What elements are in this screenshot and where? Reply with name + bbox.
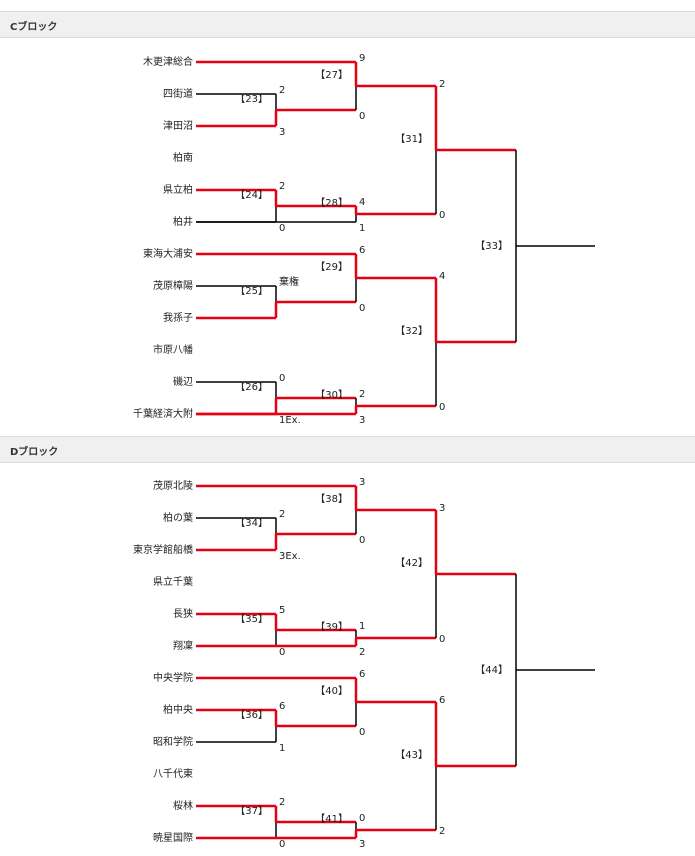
match-number: 【39】	[315, 621, 348, 633]
match-number: 【35】	[235, 613, 268, 625]
team-name: 千葉経済大附	[133, 407, 193, 420]
score-label: 2	[359, 647, 365, 658]
bracket-d: 茂原北陵柏の葉東京学館船橋県立千葉長狭翔凜中央学院柏中央昭和学院八千代東桜林暁星…	[133, 477, 595, 850]
score-label: 0	[279, 373, 285, 384]
team-name: 東海大浦安	[143, 247, 193, 260]
team-name: 我孫子	[163, 312, 193, 324]
score-label: 5	[279, 605, 285, 616]
match-number: 【24】	[235, 189, 268, 201]
score-label: 0	[439, 402, 445, 413]
block-header-d: Dブロック	[0, 436, 695, 463]
match-number: 【30】	[315, 389, 348, 401]
team-name: 中央学院	[153, 671, 193, 684]
score-label: 棄権	[279, 275, 299, 288]
match-number: 【23】	[235, 93, 268, 105]
block-header-c: Cブロック	[0, 11, 695, 38]
match-number: 【37】	[235, 805, 268, 817]
match-number: 【25】	[235, 285, 268, 297]
score-label: 2	[439, 826, 445, 837]
team-name: 翔凜	[173, 639, 193, 652]
score-label: 2	[279, 85, 285, 96]
match-number: 【33】	[475, 240, 508, 252]
score-label: 3	[279, 127, 285, 138]
match-number: 【34】	[235, 517, 268, 529]
team-name: 柏の葉	[163, 511, 193, 524]
block-title: Dブロック	[10, 447, 59, 458]
match-number: 【28】	[315, 197, 348, 209]
score-label: 2	[279, 797, 285, 808]
team-name: 長狭	[173, 607, 193, 620]
bracket-c: 木更津総合四街道津田沼柏南県立柏柏井東海大浦安茂原樟陽我孫子市原八幡磯辺千葉経済…	[133, 53, 595, 426]
score-label: 1Ex.	[279, 415, 301, 426]
score-label: 0	[359, 727, 365, 738]
match-number: 【29】	[315, 261, 348, 273]
team-name: 木更津総合	[143, 55, 193, 68]
score-label: 0	[279, 839, 285, 850]
score-label: 4	[359, 197, 365, 208]
score-label: 0	[439, 634, 445, 645]
match-number: 【31】	[395, 133, 428, 145]
score-label: 1	[279, 743, 285, 754]
score-label: 1	[359, 223, 365, 234]
match-number: 【43】	[395, 749, 428, 761]
team-name: 桜林	[173, 799, 193, 812]
score-label: 3	[359, 415, 365, 426]
score-label: 1	[359, 621, 365, 632]
score-label: 0	[279, 223, 285, 234]
match-number: 【36】	[235, 709, 268, 721]
team-name: 暁星国際	[153, 832, 193, 844]
match-number: 【27】	[315, 69, 348, 81]
score-label: 3	[359, 839, 365, 850]
team-name: 津田沼	[163, 119, 193, 132]
score-label: 2	[279, 181, 285, 192]
team-name: 八千代東	[153, 767, 193, 780]
team-name: 柏中央	[163, 703, 193, 716]
team-name: 茂原樟陽	[153, 279, 193, 292]
score-label: 9	[359, 53, 365, 64]
score-label: 0	[359, 535, 365, 546]
team-name: 県立柏	[163, 183, 193, 196]
score-label: 2	[279, 509, 285, 520]
team-name: 四街道	[163, 87, 193, 100]
score-label: 0	[359, 111, 365, 122]
score-label: 4	[439, 271, 445, 282]
match-number: 【41】	[315, 813, 348, 825]
score-label: 3Ex.	[279, 551, 301, 562]
score-label: 6	[439, 695, 445, 706]
score-label: 2	[439, 79, 445, 90]
score-label: 6	[279, 701, 285, 712]
team-name: 柏南	[173, 151, 193, 164]
match-number: 【26】	[235, 381, 268, 393]
score-label: 0	[279, 647, 285, 658]
match-number: 【44】	[475, 664, 508, 676]
score-label: 0	[359, 303, 365, 314]
team-name: 磯辺	[173, 375, 193, 388]
score-label: 0	[359, 813, 365, 824]
score-label: 3	[439, 503, 445, 514]
match-number: 【42】	[395, 557, 428, 569]
team-name: 昭和学院	[153, 735, 193, 748]
team-name: 市原八幡	[153, 343, 193, 356]
score-label: 6	[359, 245, 365, 256]
score-label: 2	[359, 389, 365, 400]
team-name: 柏井	[173, 215, 193, 228]
score-label: 0	[439, 210, 445, 221]
team-name: 県立千葉	[153, 575, 193, 588]
score-label: 3	[359, 477, 365, 488]
match-number: 【40】	[315, 685, 348, 697]
block-title: Cブロック	[10, 22, 58, 33]
match-number: 【38】	[315, 493, 348, 505]
team-name: 東京学館船橋	[133, 543, 193, 556]
score-label: 6	[359, 669, 365, 680]
match-number: 【32】	[395, 325, 428, 337]
team-name: 茂原北陵	[153, 479, 193, 492]
